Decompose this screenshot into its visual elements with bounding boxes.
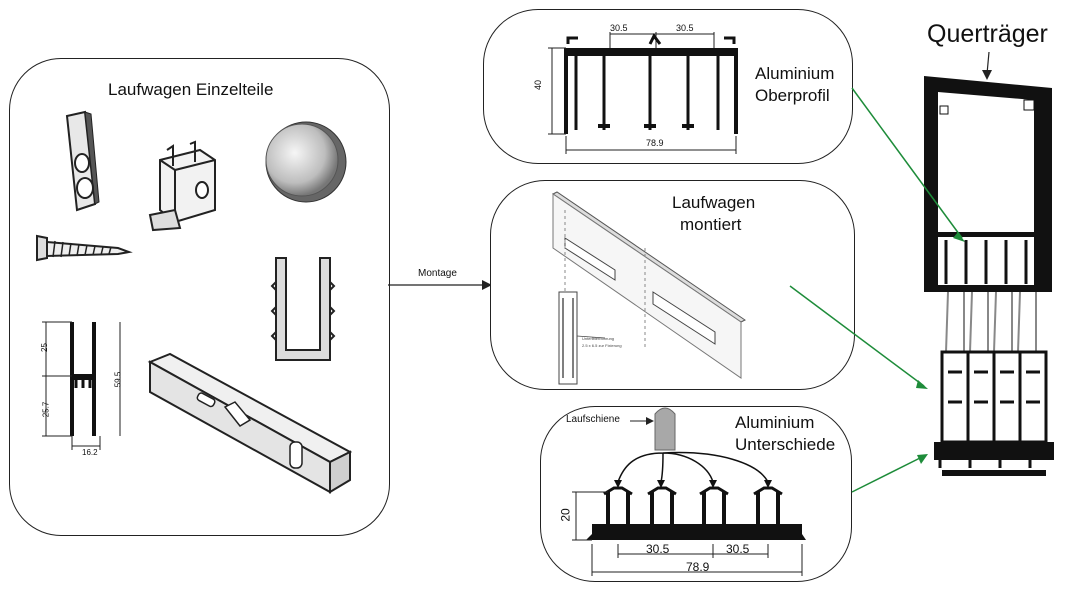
right-figure-title: Querträger <box>927 20 1048 48</box>
montage-label: Montage <box>418 268 457 279</box>
top-dim-width: 78.9 <box>646 138 664 148</box>
montage-arrow <box>388 280 492 290</box>
rail-icon <box>654 407 676 451</box>
carriage-rail-icon <box>147 352 353 494</box>
top-dim-gap-left: 30.5 <box>610 23 628 33</box>
u-channel-icon <box>270 257 336 361</box>
rail-label-arrow <box>630 417 654 425</box>
round-knob-icon <box>265 121 347 203</box>
carriage-profile-drawing <box>42 321 121 450</box>
top-profile-drawing <box>548 32 738 154</box>
bottom-panel-title-line2: Unterschiede <box>735 435 836 454</box>
dim-label-width: 16.2 <box>82 448 98 457</box>
middle-note-line2: 2.5 x 6.5 zur Fixierung <box>582 343 622 348</box>
screw-icon <box>36 234 133 262</box>
top-panel-title-line2: Oberprofil <box>755 86 830 105</box>
bracket-plate-icon <box>65 110 100 212</box>
title-pointer-arrow <box>982 51 992 80</box>
top-panel-title-line1: Aluminium <box>755 64 835 83</box>
bottom-dim-width: 78.9 <box>686 560 710 574</box>
bottom-panel-title-line1: Aluminium <box>735 413 815 432</box>
middle-panel-title-line1: Laufwagen <box>672 193 756 212</box>
top-profile-panel <box>483 9 853 164</box>
middle-panel-title-line2: montiert <box>680 215 742 234</box>
rail-label: Laufschiene <box>566 414 620 425</box>
bottom-profile-drawing <box>572 451 806 576</box>
clip-part-icon <box>148 140 216 232</box>
left-panel-title: Laufwagen Einzelteile <box>108 80 274 99</box>
bottom-dim-gap-right: 30.5 <box>726 542 750 556</box>
bottom-dim-gap-left: 30.5 <box>646 542 670 556</box>
middle-note-line1: Unterlitterbohrung <box>582 336 615 341</box>
top-dim-gap-right: 30.5 <box>676 23 694 33</box>
mounted-carriage-drawing <box>552 191 746 385</box>
